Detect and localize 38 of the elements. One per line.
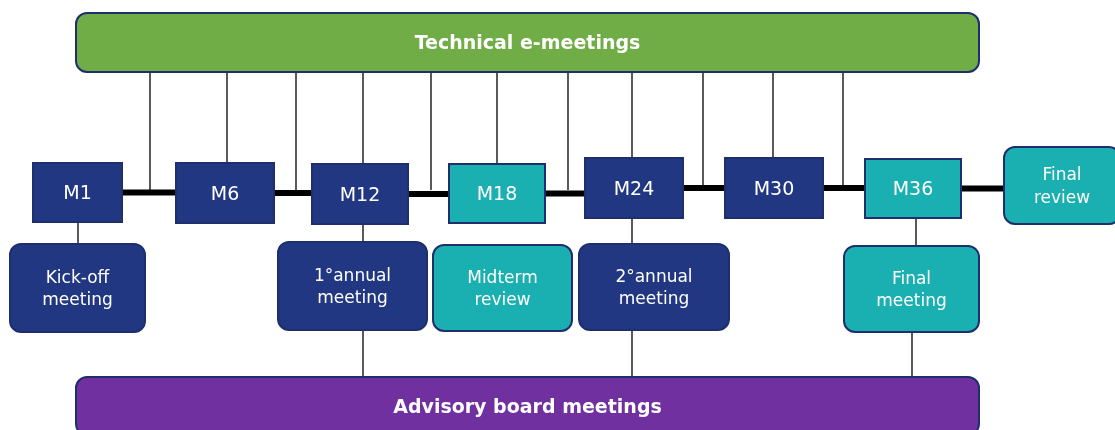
event-box: 2°annual meeting xyxy=(578,243,730,331)
milestone-box: M12 xyxy=(311,163,409,225)
connector-line xyxy=(295,72,297,191)
connector-line xyxy=(362,72,364,164)
connector-line xyxy=(362,330,364,377)
connector-line xyxy=(226,72,228,163)
timeline-line xyxy=(123,189,175,196)
milestone-box: M18 xyxy=(448,163,546,224)
connector-line xyxy=(567,72,569,191)
connector-line xyxy=(631,72,633,158)
timeline-line xyxy=(409,191,448,197)
connector-line xyxy=(430,72,432,191)
connector-line xyxy=(911,332,913,377)
milestone-box: M36 xyxy=(864,158,962,219)
connector-line xyxy=(631,218,633,244)
timeline-line xyxy=(824,185,864,191)
event-box: 1°annual meeting xyxy=(277,241,428,331)
connector-line xyxy=(149,72,151,191)
event-box: Final meeting xyxy=(843,245,980,333)
milestone-box: M30 xyxy=(724,157,824,219)
timeline-line xyxy=(684,185,724,191)
connector-line xyxy=(631,330,633,377)
connector-line xyxy=(915,218,917,246)
timeline-line xyxy=(962,185,1003,192)
timeline-line xyxy=(275,190,311,196)
milestone-box: M1 xyxy=(32,162,123,223)
timeline-line xyxy=(546,190,584,197)
meeting-band: Technical e-meetings xyxy=(75,12,980,73)
milestone-box: M24 xyxy=(584,157,684,219)
event-box: Kick-off meeting xyxy=(9,243,146,333)
event-box: Final review xyxy=(1003,146,1115,225)
connector-line xyxy=(362,224,364,242)
event-box: Midterm review xyxy=(432,244,573,332)
connector-line xyxy=(77,222,79,244)
meeting-band: Advisory board meetings xyxy=(75,376,980,430)
connector-line xyxy=(772,72,774,158)
connector-line xyxy=(496,72,498,164)
milestone-box: M6 xyxy=(175,162,275,224)
